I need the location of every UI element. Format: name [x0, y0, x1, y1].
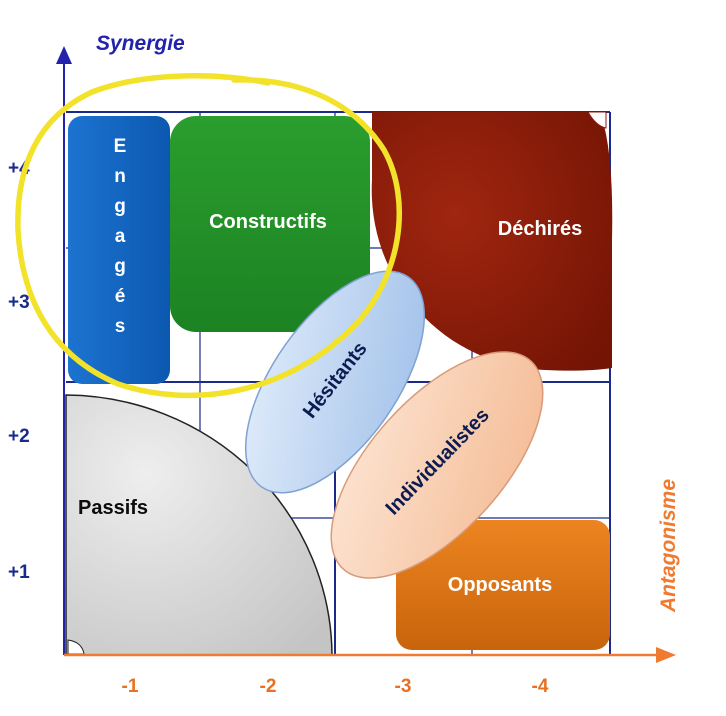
x-tick-minus-4: -4 — [532, 676, 549, 697]
y-axis-arrow-icon — [56, 46, 72, 64]
x-tick-minus-2: -2 — [260, 676, 277, 697]
constructifs-shape — [170, 116, 370, 332]
opposants-shape — [396, 520, 610, 650]
dechires-shape — [371, 112, 613, 371]
constructifs-label: Constructifs — [209, 211, 327, 233]
engages-letter: E — [114, 136, 127, 157]
engages-shape — [68, 116, 170, 384]
y-tick-3: +3 — [8, 292, 30, 313]
engages-letter: g — [114, 256, 126, 277]
x-tick-labels: -1 -2 -3 -4 — [122, 676, 549, 697]
passifs-label: Passifs — [78, 497, 148, 519]
x-tick-minus-3: -3 — [395, 676, 412, 697]
engages-letter: a — [115, 226, 126, 247]
x-axis-title: Antagonisme — [657, 479, 680, 613]
y-axis — [56, 46, 72, 655]
opposants-label: Opposants — [448, 574, 552, 596]
x-tick-minus-1: -1 — [122, 676, 139, 697]
hesitants-shape — [244, 270, 426, 494]
engages-letter: n — [114, 166, 126, 187]
dechires-label: Déchirés — [498, 218, 583, 240]
dechires-corner — [587, 111, 607, 129]
engages-letter: g — [114, 196, 126, 217]
individualistes-shape — [330, 351, 544, 579]
engages-letter: s — [115, 316, 126, 337]
x-axis — [64, 647, 676, 663]
y-axis-title: Synergie — [96, 32, 185, 55]
highlight-circle — [15, 73, 402, 399]
y-tick-1: +1 — [8, 562, 30, 583]
y-tick-2: +2 — [8, 426, 30, 447]
engages-letter: é — [115, 286, 126, 307]
x-axis-arrow-icon — [656, 647, 676, 663]
